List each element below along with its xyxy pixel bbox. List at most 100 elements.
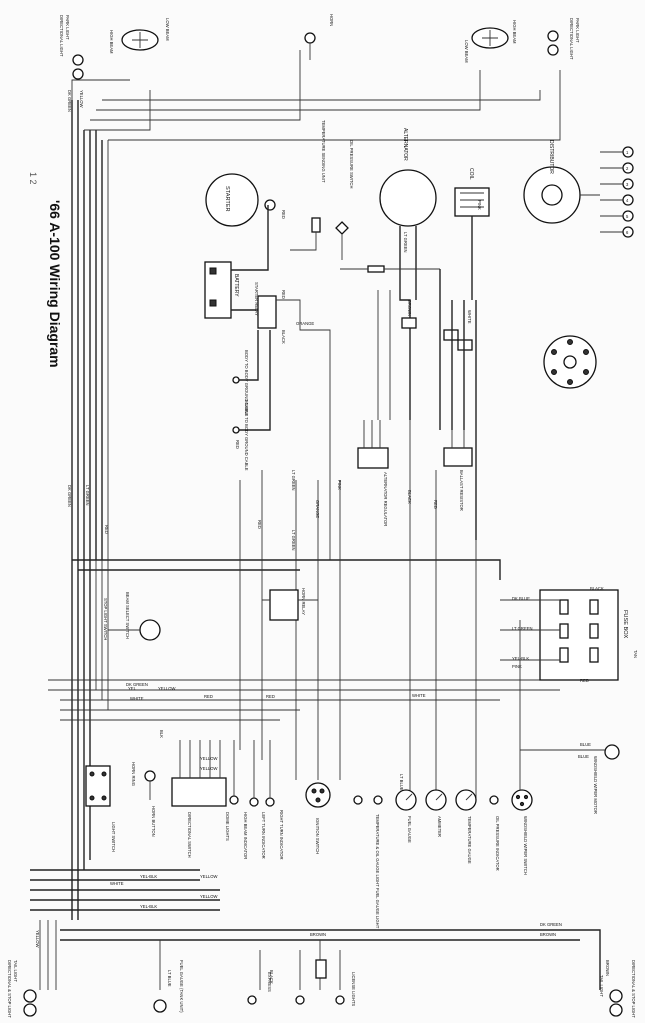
wire-label-tan: TAN: [633, 650, 638, 658]
label-engine-ground: ENGINE TO BODY GROUND CABLE: [244, 400, 249, 471]
terminal-1: 1: [626, 150, 629, 155]
rear-harness: [30, 869, 601, 990]
label-horn: HORN: [329, 14, 334, 26]
wire-label-yellow-5: YELLOW: [200, 874, 218, 879]
wire-label-brown-1: BROWN: [407, 300, 412, 316]
wire-label-white-2: WHITE: [130, 696, 144, 701]
wire-label-yellow-2: YELLOW: [158, 686, 176, 691]
wire-label-red-4: RED: [257, 520, 262, 529]
wire-color-labels: RED RED BLACK ORANGE RED RED LT GREEN LT…: [35, 90, 638, 987]
terminal-6: 6: [626, 230, 629, 235]
label-right-turn-indicator: RIGHT TURN INDICATOR: [279, 810, 284, 859]
wire-label-brown-3: BROWN: [540, 932, 556, 937]
label-stop-light-right: DIRECTIONAL & STOP LIGHT: [631, 960, 636, 1018]
label-ammeter: AMMETER: [437, 816, 442, 837]
label-body-ground: BODY TO BODY GROUND CABLE: [244, 350, 249, 416]
label-tail-light-right: TAIL LIGHT: [599, 975, 604, 997]
horn-button: [144, 770, 156, 800]
label-stop-light-switch: STOP LIGHT SWITCH: [103, 598, 108, 640]
label-stop-light-left: DIRECTIONAL & STOP LIGHT: [7, 960, 12, 1018]
label-temp-sending: TEMPERATURE SENDING UNIT: [321, 120, 326, 183]
indicator-lamps: [249, 740, 275, 807]
label-horn-relay: HORN RELAY: [301, 588, 306, 615]
wire-label-pink-3: PINK: [512, 664, 522, 669]
wire-label-dkgreen-2: DK GREEN: [67, 90, 72, 112]
dome-lights: [229, 740, 239, 805]
label-beam-select: BEAM SELECT SWITCH: [125, 592, 130, 639]
alternator: [379, 169, 437, 420]
terminal-4: 4: [626, 198, 629, 203]
label-alt-regulator: ALTERNATOR REGULATOR: [383, 472, 388, 526]
fuel-gauge: [395, 789, 417, 811]
left-park-light: [72, 54, 84, 80]
wire-label-red-9: RED: [580, 678, 589, 683]
light-switch: [85, 765, 111, 807]
wire-label-brown-4: BROWN: [605, 960, 610, 976]
temperature-gauge: [455, 789, 477, 811]
coil: [454, 187, 490, 300]
label-oil-indicator: OIL PRESSURE INDICATOR: [495, 816, 500, 871]
right-park-light: [547, 30, 559, 56]
wire-label-pink-1: PINK: [337, 480, 342, 490]
ground-cables: [232, 330, 271, 434]
wiper-motor: [520, 744, 620, 760]
wire-label-dkgreen-1: DK GREEN: [67, 485, 72, 507]
wire-label-yellow-6: YELLOW: [200, 894, 218, 899]
wire-label-orange-2: ORANGE: [315, 500, 320, 518]
corner-mark: 1 2: [28, 172, 38, 185]
fuel-gauge-tank: [153, 999, 167, 1013]
alternator-regulator: [357, 420, 389, 469]
wiper-switch: [511, 789, 533, 811]
right-headlamp: [471, 27, 509, 49]
ignition-switch: [305, 782, 331, 808]
label-light-switch: LIGHT SWITCH: [111, 822, 116, 852]
wire-label-ltgreen-3: LT GREEN: [403, 232, 408, 253]
wire-label-pink-2: PINK: [477, 200, 482, 210]
label-low-beam-left: LOW BEAM: [165, 18, 170, 41]
label-temp-fuel-light: TEMPERATURE & OIL GAUGE LIGHT FUEL GAUGE…: [375, 814, 380, 929]
wire-label-dkblue: DK BLUE: [512, 596, 530, 601]
label-wiper-switch: WINDSHIELD WIPER SWITCH: [523, 816, 528, 875]
ammeter: [425, 789, 447, 811]
temperature-sending-unit: [290, 217, 321, 251]
label-park-light-left: PARK LIGHT: [65, 15, 70, 40]
distributor-cap: [543, 335, 597, 389]
oil-pressure-switch: [335, 221, 349, 260]
wire-label-white-1: WHITE: [467, 310, 472, 324]
cargo-lights: [315, 959, 345, 1005]
label-fuel-gauge: FUEL GAUGE: [407, 816, 412, 843]
directional-switch: [171, 740, 227, 807]
wire-label-red-5: RED: [433, 500, 438, 509]
distributor: [523, 166, 600, 224]
label-low-beam-right: LOW BEAM: [464, 40, 469, 63]
wire-label-orange: ORANGE: [296, 321, 314, 326]
wire-label-white-4: WHITE: [110, 881, 124, 886]
wire-label-ltblue-2: LT BLUE: [167, 970, 172, 987]
fuse-box: [500, 589, 619, 681]
middle-harness: [48, 420, 600, 800]
beam-select-switch: [108, 619, 161, 641]
label-coil: COIL: [468, 168, 474, 180]
label-temp-gauge: TEMPERATURE GAUGE: [467, 816, 472, 864]
horn: [304, 32, 316, 60]
starter: [205, 173, 276, 227]
wire-label-black-3: BLACK: [590, 586, 604, 591]
wire-label-dkgreen-3: DK GREEN: [126, 682, 148, 687]
wire-label-blk: BLK: [159, 730, 164, 738]
ballast-resistor: [443, 430, 473, 467]
label-tail-light-left: TAIL LIGHT: [13, 960, 18, 982]
label-battery: BATTERY: [233, 274, 239, 297]
label-starter-relay: STARTER RELAY: [254, 282, 259, 316]
wire-label-black-4: BLACK: [269, 970, 274, 984]
wire-label-yel-blk: YEL-BLK: [512, 656, 529, 661]
label-wiper-motor: WINDSHIELD WIPER MOTOR: [593, 756, 598, 814]
terminal-5: 5: [626, 214, 629, 219]
label-distributor: DISTRIBUTOR: [548, 140, 554, 174]
label-oil-switch: OIL PRESSURE SWITCH: [349, 140, 354, 188]
label-dome-lights: DOME LIGHTS: [225, 812, 230, 841]
label-alternator: ALTERNATOR: [402, 128, 408, 161]
main-harness-left: [71, 50, 561, 920]
battery: [204, 205, 269, 319]
right-tail-lights: [609, 989, 623, 1017]
